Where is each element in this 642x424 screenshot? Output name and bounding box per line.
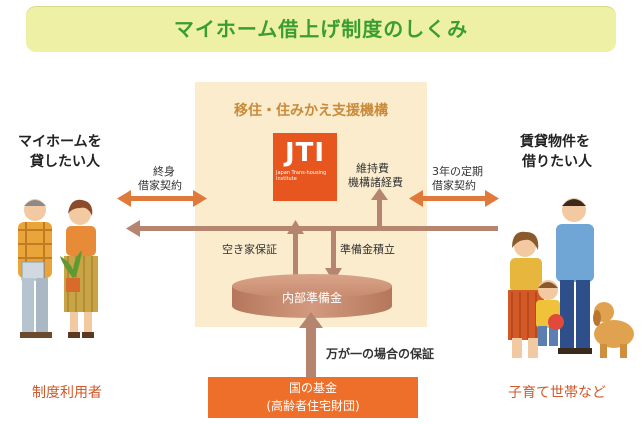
reserve-accumulation-label: 準備金積立 <box>340 243 395 256</box>
lifetime-lease-label-line2: 借家契約 <box>138 179 182 192</box>
lifetime-lease-arrow <box>117 190 207 207</box>
family-illustration <box>508 198 634 358</box>
internal-reserve-label: 内部準備金 <box>281 291 342 305</box>
vacancy-guarantee-label: 空き家保証 <box>222 243 277 256</box>
jti-logo-subtext: Japan Trans-housing Institute <box>276 170 327 182</box>
tenant-heading-line1: 賃貸物件を <box>520 134 590 150</box>
emergency-guarantee-arrow <box>299 312 323 378</box>
maintenance-arrow <box>371 188 388 228</box>
internal-reserve-cylinder <box>232 274 392 318</box>
elderly-couple-illustration <box>18 199 98 338</box>
title-banner <box>26 6 616 52</box>
child-rearing-households-label: 子育て世帯など <box>508 385 606 401</box>
fixed-lease-label-line2: 借家契約 <box>432 179 476 192</box>
rent-flow-arrow <box>126 220 498 237</box>
page-title: マイホーム借上げ制度のしくみ <box>173 17 469 41</box>
fixed-lease-label-line1: 3年の定期 <box>432 165 483 178</box>
landlord-heading-line2: 貸したい人 <box>30 154 100 170</box>
organization-name: 移住・住みかえ支援機構 <box>234 103 388 119</box>
maintenance-label-line2: 機構諸経費 <box>348 176 403 189</box>
jti-logo-text: JTI <box>284 138 326 168</box>
vacancy-guarantee-arrow <box>287 220 304 280</box>
lifetime-lease-label-line1: 終身 <box>153 165 175 178</box>
tenant-heading-line2: 借りたい人 <box>522 154 592 170</box>
national-fund-line1: 国の基金 <box>288 381 337 395</box>
national-fund-line2: (高齢者住宅財団) <box>266 399 360 413</box>
fixed-lease-arrow <box>409 190 499 207</box>
maintenance-label-line1: 維持費 <box>356 162 389 175</box>
emergency-guarantee-label: 万が一の場合の保証 <box>326 347 435 361</box>
program-users-label: 制度利用者 <box>32 385 102 401</box>
jti-logo <box>273 133 337 201</box>
landlord-heading-line1: マイホームを <box>18 134 102 150</box>
national-fund-box <box>208 377 418 418</box>
